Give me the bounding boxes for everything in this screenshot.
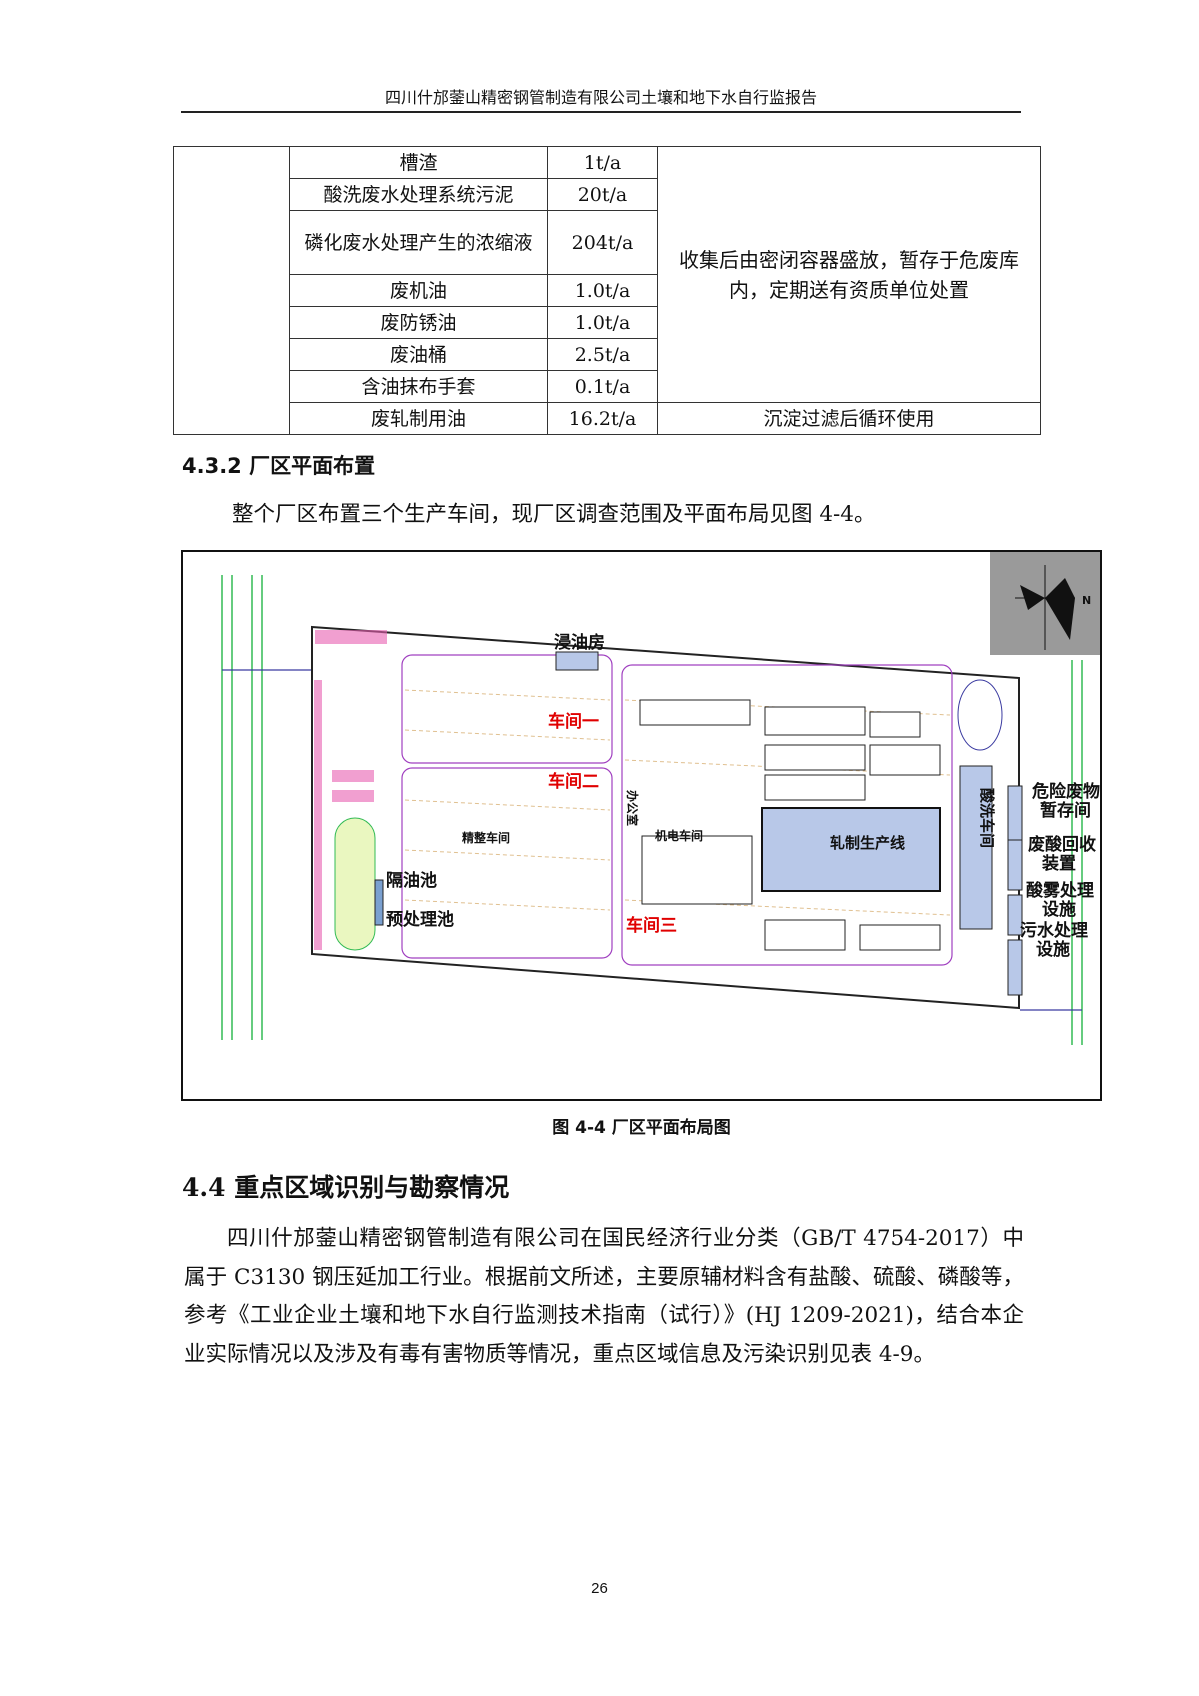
disposal-method: 收集后由密闭容器盛放，暂存于危废库内，定期送有资质单位处置 xyxy=(657,146,1041,403)
waste-name: 磷化废水处理产生的浓缩液 xyxy=(289,210,548,275)
waste-name: 废油桶 xyxy=(289,338,548,371)
label-pretreatment-pool: 预处理池 xyxy=(386,909,454,930)
waste-name: 酸洗废水处理系统污泥 xyxy=(289,178,548,211)
oil-dip-room xyxy=(555,651,599,671)
waste-amount: 1.0t/a xyxy=(547,306,658,339)
label-hazwaste-2: 暂存间 xyxy=(1040,800,1091,821)
label-acid-recovery: 废酸回收 xyxy=(1028,834,1096,855)
workshop-outlines xyxy=(401,654,953,966)
label-hazwaste: 危险废物 xyxy=(1031,781,1100,802)
ancillary-buildings xyxy=(639,699,941,951)
pool-area xyxy=(334,817,376,951)
waste-name: 废轧制用油 xyxy=(289,402,548,435)
site-plan-drawing: N 浸油房 车间一 车间二 车间三 精整车间 机电车间 轧制生产线 酸洗车间 办… xyxy=(221,552,1100,1045)
section-432-paragraph: 整个厂区布置三个生产车间，现厂区调查范围及平面布局见图 4-4。 xyxy=(232,502,876,527)
figure-caption: 图 4-4 厂区平面布局图 xyxy=(552,1118,731,1138)
label-sewage-2: 设施 xyxy=(1036,939,1070,960)
label-workshop-3: 车间三 xyxy=(626,915,677,936)
waste-amount: 204t/a xyxy=(547,210,658,275)
label-pickling-workshop: 酸洗车间 xyxy=(978,788,996,848)
roundabout xyxy=(957,679,1003,751)
green-belt xyxy=(314,680,322,950)
pickling-workshop xyxy=(959,765,993,930)
north-arrow-icon xyxy=(1015,565,1075,650)
waste-amount: 1t/a xyxy=(547,146,658,179)
electro-workshop xyxy=(641,835,753,905)
waste-name: 废防锈油 xyxy=(289,306,548,339)
external-roads xyxy=(221,575,1083,1045)
label-acid-mist: 酸雾处理 xyxy=(1026,880,1094,901)
environment-facilities xyxy=(1007,785,1023,996)
label-office: 办公室 xyxy=(625,790,640,826)
waste-name: 废机油 xyxy=(289,274,548,307)
section-heading-432: 4.3.2 厂区平面布置 xyxy=(182,454,376,478)
label-finishing-workshop: 精整车间 xyxy=(462,830,510,845)
waste-amount: 2.5t/a xyxy=(547,338,658,371)
section-heading-44: 4.4 重点区域识别与勘察情况 xyxy=(182,1173,510,1202)
parking-area xyxy=(332,770,374,782)
waste-amount: 16.2t/a xyxy=(547,402,658,435)
parking-area xyxy=(332,790,374,802)
label-workshop-1: 车间一 xyxy=(548,711,599,732)
parking-area xyxy=(315,630,387,644)
waste-table: 槽渣 1t/a 收集后由密闭容器盛放，暂存于危废库内，定期送有资质单位处置 酸洗… xyxy=(173,146,1041,435)
disposal-method: 沉淀过滤后循环使用 xyxy=(657,402,1041,435)
rolling-line-building xyxy=(761,807,941,892)
page-number: 26 xyxy=(591,1580,608,1597)
page-header: 四川什邡蓥山精密钢管制造有限公司土壤和地下水自行监报告 xyxy=(384,88,817,107)
compass-north-label: N xyxy=(1082,594,1091,607)
table-row: 槽渣 1t/a 收集后由密闭容器盛放，暂存于危废库内，定期送有资质单位处置 xyxy=(173,146,1041,435)
waste-amount: 20t/a xyxy=(547,178,658,211)
label-rolling-line: 轧制生产线 xyxy=(830,834,905,852)
label-oil-separator: 隔油池 xyxy=(386,870,437,891)
waste-name: 含油抹布手套 xyxy=(289,370,548,403)
label-workshop-2: 车间二 xyxy=(548,771,599,792)
category-cell xyxy=(173,146,290,435)
label-oil-dip-room: 浸油房 xyxy=(554,632,605,653)
oil-separator-pool xyxy=(374,879,384,926)
label-acid-mist-2: 设施 xyxy=(1042,899,1076,920)
header-divider xyxy=(181,111,1021,113)
site-layout-figure: N 浸油房 车间一 车间二 车间三 精整车间 机电车间 轧制生产线 酸洗车间 办… xyxy=(181,550,1102,1101)
section-44-paragraph: 四川什邡蓥山精密钢管制造有限公司在国民经济行业分类（GB/T 4754-2017… xyxy=(184,1226,1024,1367)
waste-amount: 1.0t/a xyxy=(547,274,658,307)
waste-name: 槽渣 xyxy=(289,146,548,179)
label-acid-recovery-2: 装置 xyxy=(1041,853,1076,874)
label-sewage: 污水处理 xyxy=(1020,920,1088,941)
waste-amount: 0.1t/a xyxy=(547,370,658,403)
label-electro-workshop: 机电车间 xyxy=(655,828,703,843)
